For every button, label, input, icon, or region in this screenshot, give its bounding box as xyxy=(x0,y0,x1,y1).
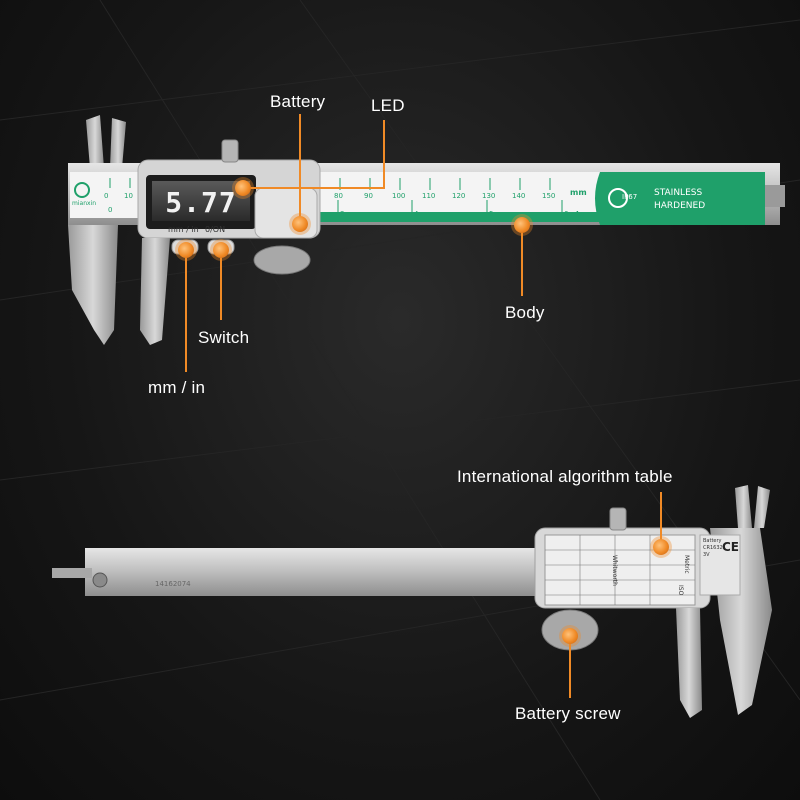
scale-mm-150: 150 xyxy=(542,192,556,200)
top-caliper-depth-rod xyxy=(765,185,785,207)
beam-screw xyxy=(92,572,108,588)
top-caliper-slide-jaw xyxy=(140,238,170,345)
callout-algorithm-table-label: International algorithm table xyxy=(457,467,673,486)
callout-switch-line xyxy=(220,250,222,320)
scale-mm-10: 10 xyxy=(124,192,133,200)
lock-screw xyxy=(221,139,239,163)
bottom-caliper-slide-jaw xyxy=(676,608,702,718)
algorithm-table-grid xyxy=(545,535,695,605)
callout-battery-line xyxy=(299,114,301,222)
callout-battery-screw-label: Battery screw xyxy=(515,704,621,723)
top-caliper-upper-slide-jaw xyxy=(110,118,126,168)
battery-info-line-3: 3V xyxy=(703,552,710,558)
scale-mm-80: 80 xyxy=(334,192,343,200)
ce-mark: CE xyxy=(722,540,740,554)
scale-mm-90: 90 xyxy=(364,192,373,200)
lcd-screen xyxy=(152,181,250,221)
bottom-lock-screw xyxy=(609,507,627,531)
bottom-caliper-beam xyxy=(85,548,535,596)
scale-mm-100: 100 xyxy=(392,192,406,200)
scale-in-3: 3 xyxy=(340,210,345,218)
scale-in-5: 5 xyxy=(489,210,494,218)
callout-mm-in-label: mm / in xyxy=(148,378,206,397)
callout-led-dot xyxy=(235,180,251,196)
callout-body-dot xyxy=(514,217,530,233)
callout-body-line xyxy=(521,226,523,296)
callout-algorithm-table-line xyxy=(660,492,662,547)
callout-switch-label: Switch xyxy=(198,328,250,347)
battery-info-text: Battery CR1632 3V xyxy=(703,538,723,559)
callout-battery-screw-dot xyxy=(562,628,578,644)
brand-name: mianxin xyxy=(72,200,97,207)
scale-mm-0: 0 xyxy=(104,192,109,200)
callout-battery-label: Battery xyxy=(270,92,326,111)
scale-mm-130: 130 xyxy=(482,192,496,200)
scale-in-4: 4 xyxy=(414,210,419,218)
scale-in-6: 6 xyxy=(564,210,569,218)
lcd-display-value: 5.77 xyxy=(165,185,237,219)
battery-info-line-1: Battery xyxy=(703,538,722,544)
hardened-text: HARDENED xyxy=(654,201,706,211)
scale-mm-110: 110 xyxy=(422,192,436,200)
on-zero-button-label: 0/ON xyxy=(205,225,226,234)
callout-body-label: Body xyxy=(505,303,545,322)
ip-rating: IP67 xyxy=(622,193,638,201)
ip67-badge-icon xyxy=(608,188,628,208)
scale-mm-120: 120 xyxy=(452,192,466,200)
table-header-metric: Metric xyxy=(683,555,690,574)
callout-mm-in-line xyxy=(185,250,187,372)
scale-unit-in: in xyxy=(576,210,585,219)
battery-cover xyxy=(254,187,318,239)
scale-in-0: 0 xyxy=(108,206,113,214)
algorithm-table-panel xyxy=(544,534,696,606)
mm-in-button-label: mm / in xyxy=(168,225,199,234)
top-caliper-fixed-jaw xyxy=(68,225,118,345)
table-header-iso: ISO xyxy=(677,585,684,596)
callout-led-label: LED xyxy=(371,96,405,115)
serial-number: 14162074 xyxy=(155,580,191,588)
scale-unit-mm: mm xyxy=(570,188,587,197)
top-caliper-green-band xyxy=(595,172,765,225)
bottom-caliper-upper-jaws xyxy=(735,485,752,528)
bottom-caliper-depth-rod xyxy=(52,568,92,578)
thumb-wheel xyxy=(253,245,311,275)
callout-switch-dot xyxy=(213,242,229,258)
callout-mm-in-dot xyxy=(178,242,194,258)
callout-algorithm-table-dot xyxy=(653,539,669,555)
callout-led-line-h xyxy=(244,187,385,189)
table-header-whitworth: Whitworth xyxy=(611,555,618,586)
callout-led-line-v xyxy=(383,120,385,188)
brand-logo-icon xyxy=(74,182,90,198)
battery-info-panel xyxy=(699,534,741,596)
battery-info-line-2: CR1632 xyxy=(703,545,723,551)
callout-battery-dot xyxy=(292,216,308,232)
top-caliper-upper-fixed-jaw xyxy=(86,115,104,168)
top-caliper-mm-ticks xyxy=(109,178,563,214)
callout-battery-screw-line xyxy=(569,636,571,698)
stainless-text: STAINLESS xyxy=(654,188,703,198)
scale-mm-140: 140 xyxy=(512,192,526,200)
